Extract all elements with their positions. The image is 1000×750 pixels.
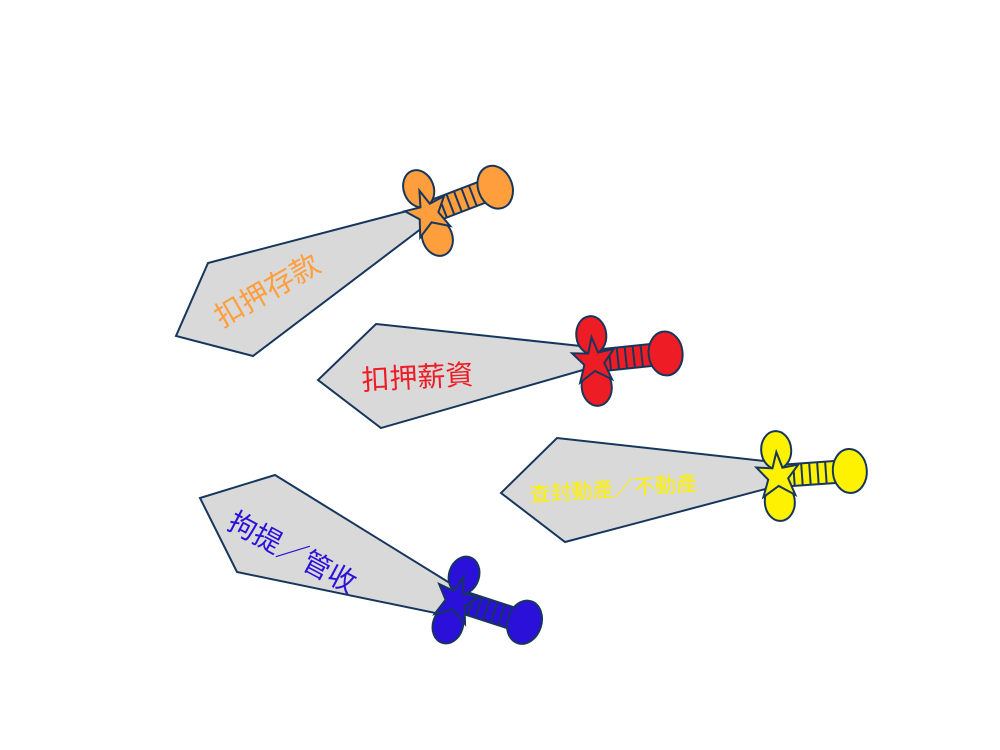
sword-salary: 扣押薪資 — [316, 305, 689, 430]
sword-salary-hilt — [567, 305, 689, 409]
sword-detain-blade — [198, 473, 455, 617]
sword-detain-hilt — [421, 549, 556, 672]
sword-salary-label: 扣押薪資 — [361, 358, 475, 397]
sword-detain: 拘提／管收 — [198, 473, 556, 672]
sword-deposit-hilt — [391, 138, 529, 264]
sword-property: 查封動產／不動產 — [499, 423, 871, 544]
sword-deposit: 扣押存款 — [174, 138, 529, 358]
sword-property-hilt — [752, 423, 871, 524]
